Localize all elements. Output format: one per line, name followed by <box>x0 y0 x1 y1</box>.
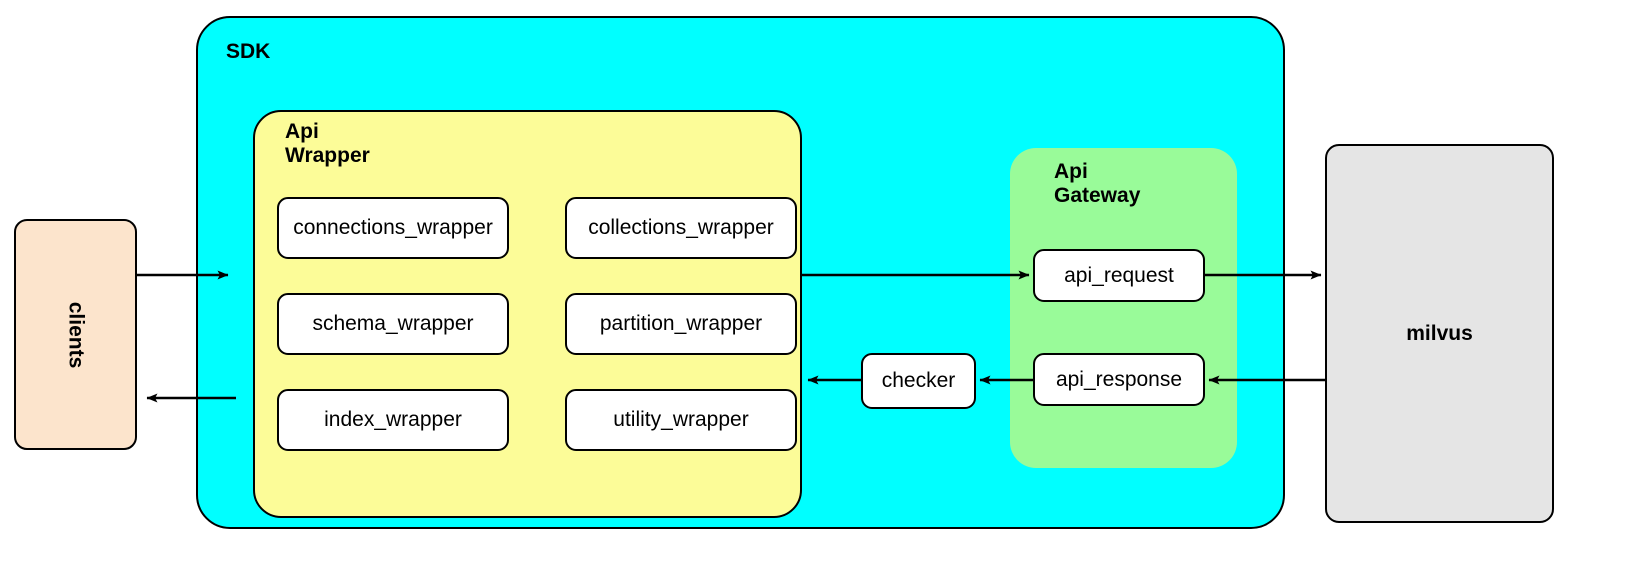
node-label: connections_wrapper <box>293 216 493 239</box>
node-collections-wrapper[interactable]: collections_wrapper <box>565 197 797 259</box>
node-api-response[interactable]: api_response <box>1033 353 1205 406</box>
node-label: checker <box>881 369 956 392</box>
clients-label: clients <box>64 301 88 368</box>
api-wrapper-label: Api Wrapper <box>285 120 370 168</box>
node-partition-wrapper[interactable]: partition_wrapper <box>565 293 797 355</box>
api-gateway-label: Api Gateway <box>1054 160 1141 208</box>
milvus-node[interactable]: milvus <box>1325 144 1554 523</box>
node-api-request[interactable]: api_request <box>1033 249 1205 302</box>
node-label: index_wrapper <box>324 408 462 431</box>
node-utility-wrapper[interactable]: utility_wrapper <box>565 389 797 451</box>
node-index-wrapper[interactable]: index_wrapper <box>277 389 509 451</box>
node-connections-wrapper[interactable]: connections_wrapper <box>277 197 509 259</box>
api-gateway-container[interactable]: Api Gateway <box>1010 148 1237 468</box>
node-label: collections_wrapper <box>588 216 774 239</box>
node-label: utility_wrapper <box>613 408 749 431</box>
node-label: api_request <box>1064 263 1174 287</box>
sdk-label: SDK <box>226 40 271 63</box>
node-label: schema_wrapper <box>312 312 474 335</box>
node-checker[interactable]: checker <box>861 353 976 409</box>
node-label: partition_wrapper <box>599 312 763 335</box>
node-schema-wrapper[interactable]: schema_wrapper <box>277 293 509 355</box>
node-label: api_response <box>1055 367 1183 391</box>
clients-node[interactable]: clients <box>14 219 137 450</box>
milvus-label: milvus <box>1406 321 1473 345</box>
